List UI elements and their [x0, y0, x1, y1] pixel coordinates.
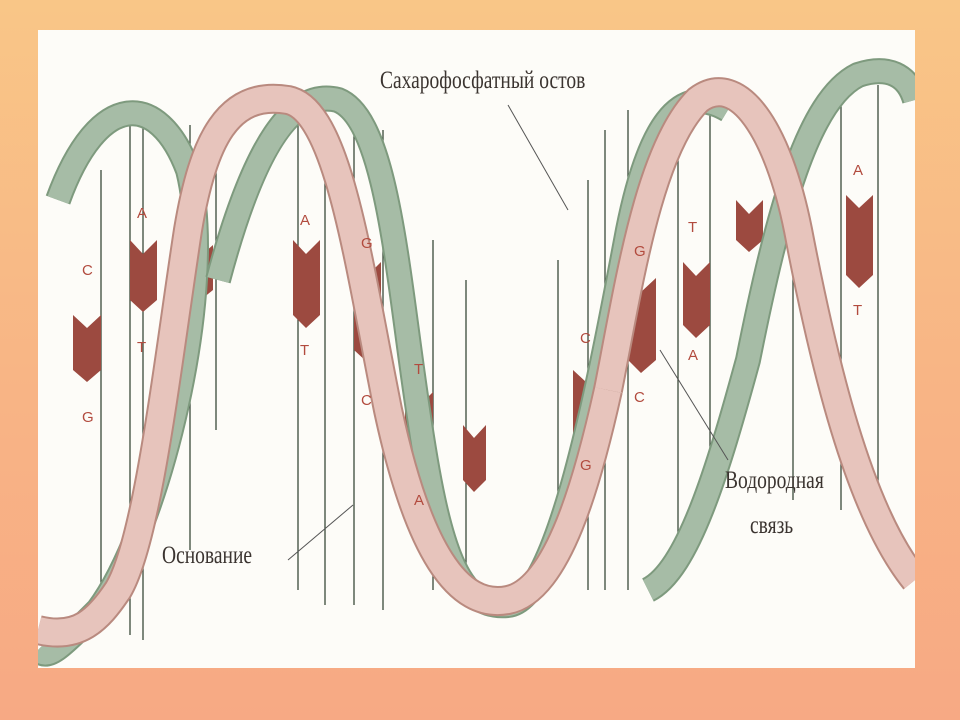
base-letter-2-top: A: [137, 205, 147, 222]
base-letter-1-top: C: [82, 262, 93, 279]
dna-helix-diagram: C G A T A T G C T A C G G C T A A T: [38, 58, 915, 667]
base-letter-9-bottom: C: [634, 389, 645, 406]
hbond-label-line2: связь: [750, 512, 794, 539]
base-letter-5-top: G: [361, 235, 373, 252]
diagram-panel: C G A T A T G C T A C G G C T A A T Саха…: [38, 30, 915, 668]
leader-base: [287, 504, 354, 561]
pink-strand-2-fill: [595, 79, 915, 589]
leader-hbond: [659, 349, 729, 461]
base-letter-6-top: T: [414, 361, 423, 378]
base-pair-10: [683, 262, 710, 338]
base-letter-5-bottom: C: [361, 392, 372, 409]
base-letters: C G A T A T G C T A C G G C T A A T: [82, 162, 863, 509]
base-letter-10-bottom: A: [688, 347, 698, 364]
base-pair-11: [736, 200, 763, 252]
base-letter-1-bottom: G: [82, 409, 94, 426]
base-pair-7: [463, 425, 486, 492]
base-pair-2: [130, 240, 157, 312]
green-strand-3-fill: [642, 60, 915, 600]
backbone-label: Сахарофосфатный остов: [380, 67, 586, 94]
base-letter-12-top: A: [853, 162, 863, 179]
pink-strand-fill: [38, 85, 621, 646]
base-letter-4-top: A: [300, 212, 310, 229]
leader-backbone: [507, 104, 569, 211]
base-letter-8-bottom: G: [580, 457, 592, 474]
base-letter-6-bottom: A: [414, 492, 424, 509]
base-letter-9-top: G: [634, 243, 646, 260]
leader-lines: [287, 104, 729, 561]
base-pair-4: [293, 240, 320, 328]
base-letter-12-bottom: T: [853, 302, 862, 319]
base-pair-1: [73, 315, 101, 382]
base-letter-4-bottom: T: [300, 342, 309, 359]
base-letter-8-top: C: [580, 330, 591, 347]
base-letter-2-bottom: T: [137, 339, 146, 356]
base-label: Основание: [162, 542, 253, 569]
base-letter-10-top: T: [688, 219, 697, 236]
base-pair-12: [846, 195, 873, 288]
hbond-label-line1: Водородная: [725, 467, 824, 494]
